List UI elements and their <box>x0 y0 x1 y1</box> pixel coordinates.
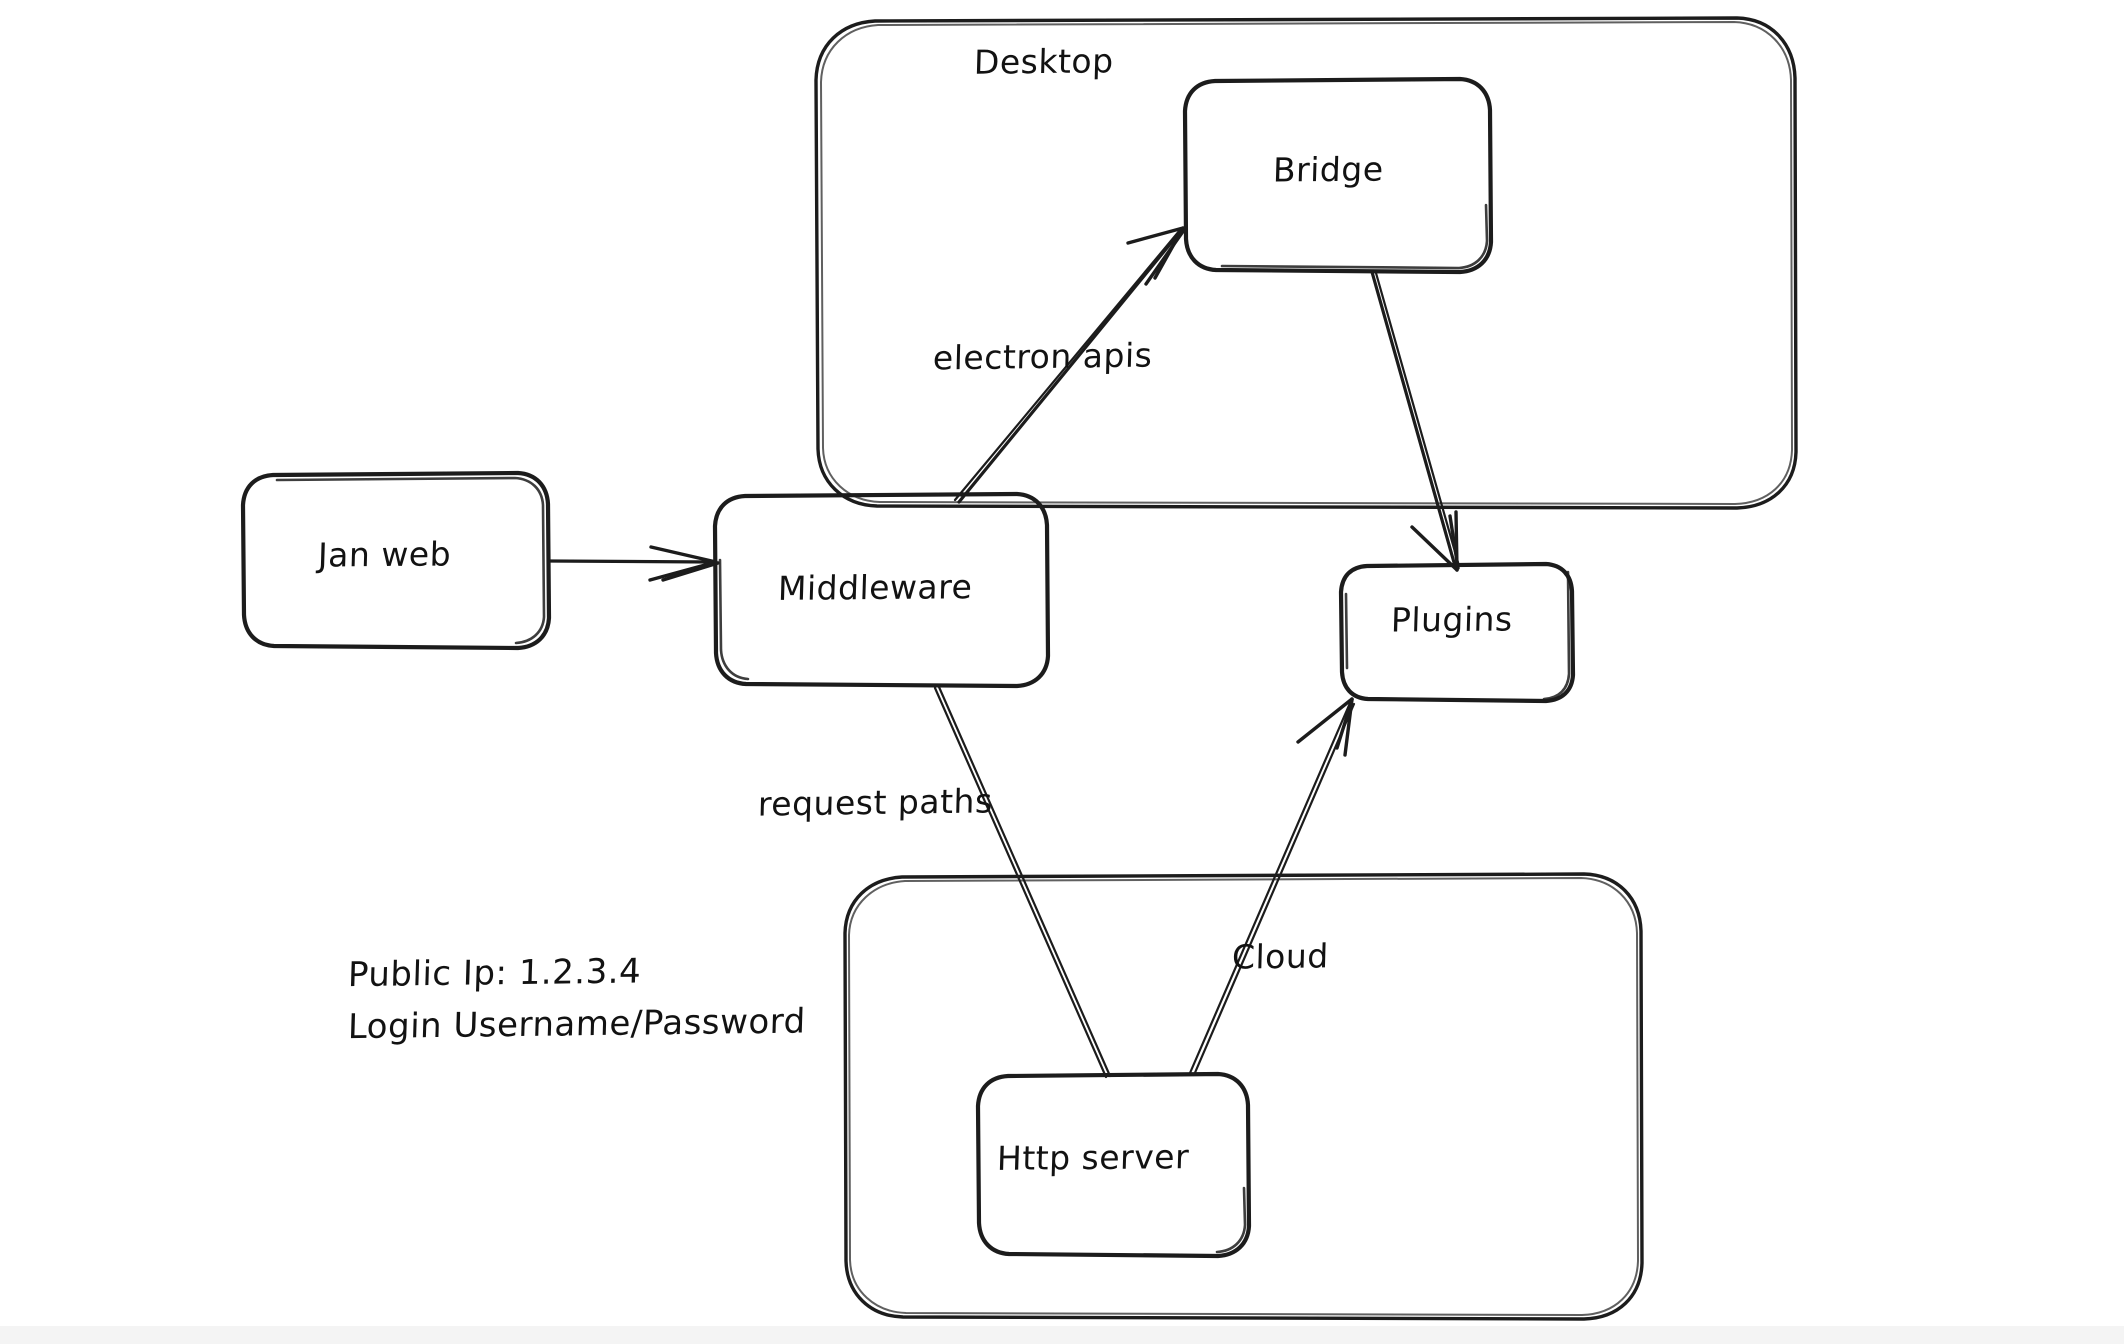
container-desktop[interactable] <box>814 16 1798 510</box>
container-cloud-group[interactable] <box>843 872 1644 1321</box>
edge-http-server-to-plugins[interactable] <box>1188 697 1356 1077</box>
edge-label-request-paths: request paths <box>757 781 994 824</box>
node-plugins[interactable] <box>1338 561 1576 704</box>
container-label-desktop: Desktop <box>973 41 1115 82</box>
edge-bridge-to-plugins[interactable] <box>1370 270 1461 572</box>
node-http-server[interactable] <box>975 1071 1252 1259</box>
node-label-plugins: Plugins <box>1390 599 1514 640</box>
node-label-middleware: Middleware <box>777 567 973 608</box>
bottom-edge-band <box>0 1326 2124 1344</box>
node-label-http-server: Http server <box>996 1137 1190 1178</box>
notes-block: Public Ip: 1.2.3.4 Login Username/Passwo… <box>348 952 854 1072</box>
edge-label-cloud: Cloud <box>1231 936 1330 977</box>
node-label-bridge: Bridge <box>1272 149 1385 190</box>
node-middleware[interactable] <box>712 491 1051 689</box>
node-jan-web[interactable] <box>240 470 552 651</box>
edge-middleware-to-bridge[interactable] <box>953 226 1186 504</box>
node-label-jan-web: Jan web <box>317 534 452 575</box>
node-bridge[interactable] <box>1182 76 1494 275</box>
edge-middleware-to-http-server[interactable] <box>933 685 1112 1079</box>
note-public-ip: Public Ip: 1.2.3.4 <box>348 952 642 996</box>
edge-jan-web-to-middleware[interactable] <box>547 545 720 582</box>
note-login-credentials: Login Username/Password <box>348 1001 807 1048</box>
edge-label-electron-apis: electron apis <box>932 335 1153 378</box>
